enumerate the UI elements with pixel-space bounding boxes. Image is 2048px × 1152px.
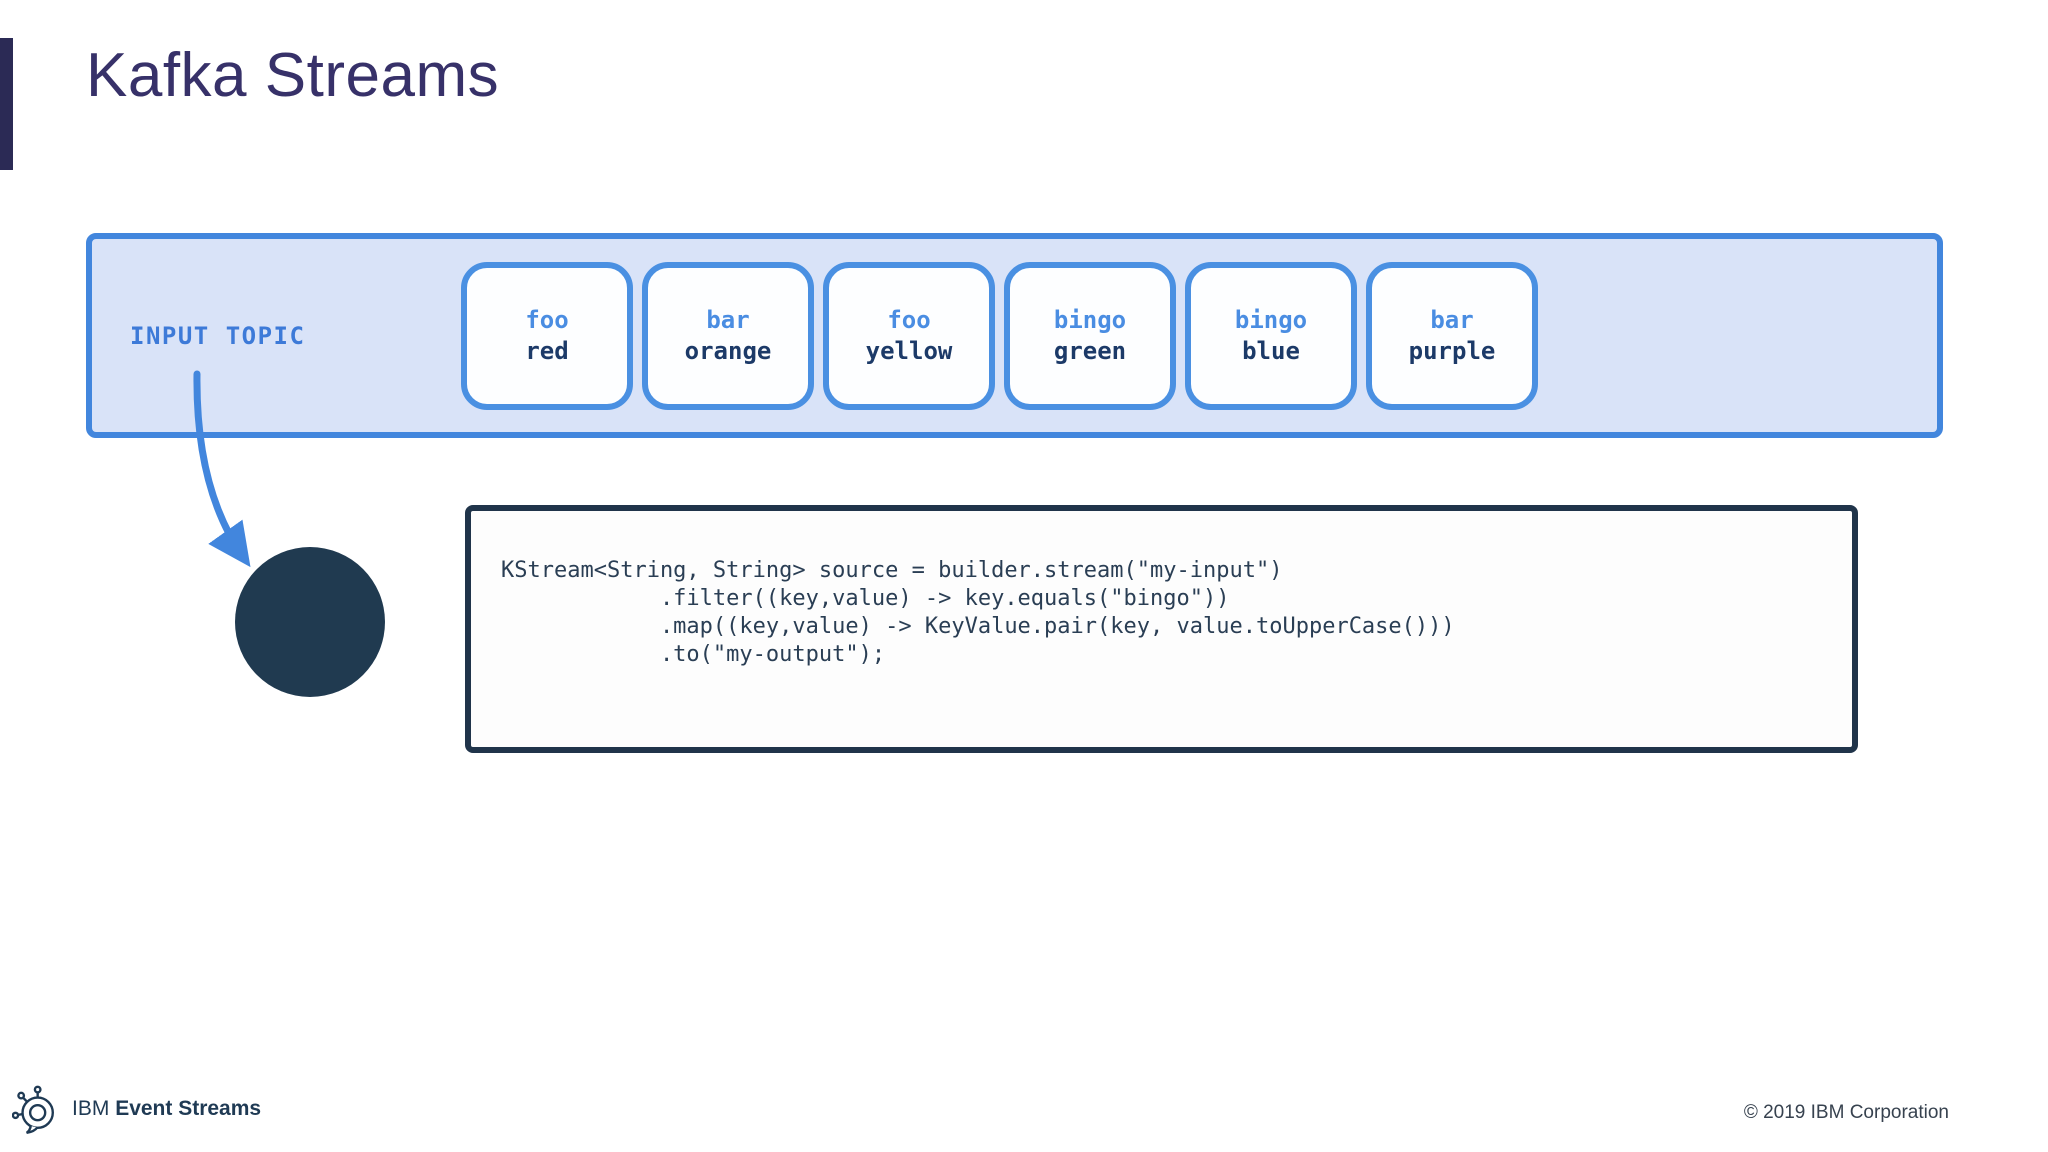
message-value: orange bbox=[684, 337, 772, 365]
copyright-text: © 2019 IBM Corporation bbox=[1743, 1102, 1949, 1123]
message-value: blue bbox=[1242, 337, 1300, 365]
message-card-row: foo red bar orange foo yellow bingo gree… bbox=[461, 262, 1538, 410]
brand-prefix: IBM bbox=[72, 1097, 110, 1120]
message-value: purple bbox=[1408, 337, 1496, 365]
message-key: bar bbox=[706, 306, 750, 334]
code-snippet: KStream<String, String> source = builder… bbox=[501, 558, 1455, 667]
message-value: green bbox=[1053, 337, 1127, 365]
input-topic-banner: INPUT TOPIC foo red bar orange foo yello… bbox=[86, 233, 1943, 438]
brand-name: Event Streams bbox=[115, 1097, 262, 1120]
input-topic-label: INPUT TOPIC bbox=[130, 321, 306, 350]
message-card: foo yellow bbox=[823, 262, 995, 410]
message-card: bar orange bbox=[642, 262, 814, 410]
message-key: bar bbox=[1430, 306, 1474, 334]
stream-processor-node bbox=[235, 547, 385, 697]
code-snippet-box: KStream<String, String> source = builder… bbox=[465, 505, 1858, 753]
message-key: bingo bbox=[1053, 306, 1127, 334]
message-card: bingo blue bbox=[1185, 262, 1357, 410]
page-title: Kafka Streams bbox=[86, 41, 500, 110]
event-streams-logo-icon bbox=[12, 1085, 54, 1134]
message-value: red bbox=[525, 337, 569, 365]
message-card: foo red bbox=[461, 262, 633, 410]
message-card: bar purple bbox=[1366, 262, 1538, 410]
message-card: bingo green bbox=[1004, 262, 1176, 410]
message-key: foo bbox=[525, 306, 569, 334]
message-value: yellow bbox=[865, 337, 953, 365]
message-key: foo bbox=[887, 306, 931, 334]
footer-brand-text: IBM Event Streams bbox=[72, 1097, 261, 1121]
footer-brand-lockup: IBM Event Streams bbox=[12, 1084, 261, 1134]
title-accent-bar bbox=[0, 38, 13, 170]
message-key: bingo bbox=[1234, 306, 1308, 334]
